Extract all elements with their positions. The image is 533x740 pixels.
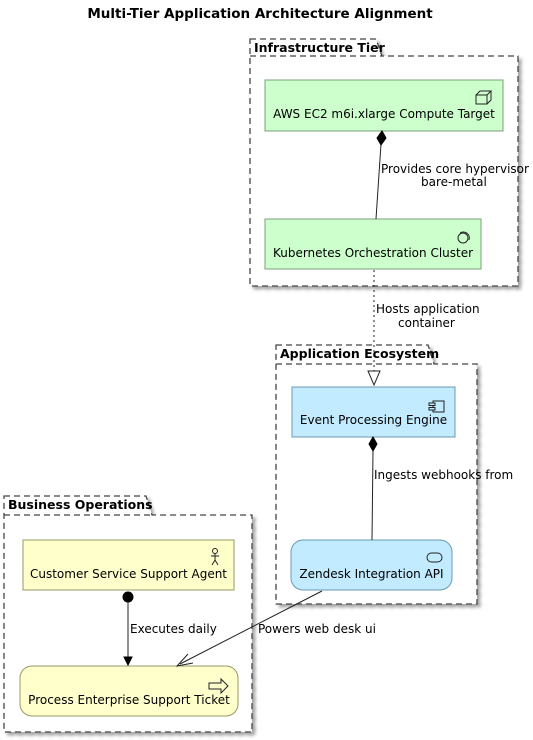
edge-executes-label: Executes daily [130, 622, 217, 636]
edge-powers [175, 590, 323, 667]
node-engine-label: Event Processing Engine [299, 413, 448, 427]
package-infrastructure-label: Infrastructure Tier [254, 40, 385, 55]
node-k8s-box [264, 218, 482, 270]
service-icon [426, 552, 443, 563]
edge-hypervisor [375, 130, 387, 220]
process-arrow-icon [208, 677, 229, 695]
edge-hypervisor-label-1: Provides core hypervisor [381, 162, 529, 176]
edge-hypervisor-label-2: bare-metal [421, 175, 487, 189]
component-icon [428, 400, 445, 413]
edge-ingests [368, 435, 378, 541]
node-ec2-box [264, 79, 504, 132]
system-software-icon [457, 231, 470, 244]
node-agent-label: Customer Service Support Agent [29, 567, 228, 581]
edge-hosts-label-1: Hosts application [376, 302, 480, 316]
edge-hosts [367, 270, 381, 387]
node-zendesk-box [290, 539, 453, 591]
node-ec2-label: AWS EC2 m6i.xlarge Compute Target [273, 107, 495, 121]
edge-ingests-label: Ingests webhooks from [374, 468, 514, 482]
node-ticket-box [19, 665, 239, 717]
diagram-title: Multi-Tier Application Architecture Alig… [87, 6, 433, 22]
device-icon [475, 90, 493, 105]
node-k8s-label: Kubernetes Orchestration Cluster [272, 246, 474, 260]
edge-hosts-label-2: container [398, 316, 455, 330]
edge-executes [122, 591, 134, 667]
edge-powers-label: Powers web desk ui [258, 622, 376, 636]
node-ticket-label: Process Enterprise Support Ticket [28, 693, 230, 707]
node-zendesk-label: Zendesk Integration API [299, 567, 444, 581]
package-application-label: Application Ecosystem [280, 346, 440, 361]
package-business-label: Business Operations [8, 497, 153, 512]
node-engine-box [291, 386, 456, 438]
node-agent-box [22, 539, 235, 591]
actor-icon [211, 548, 219, 566]
